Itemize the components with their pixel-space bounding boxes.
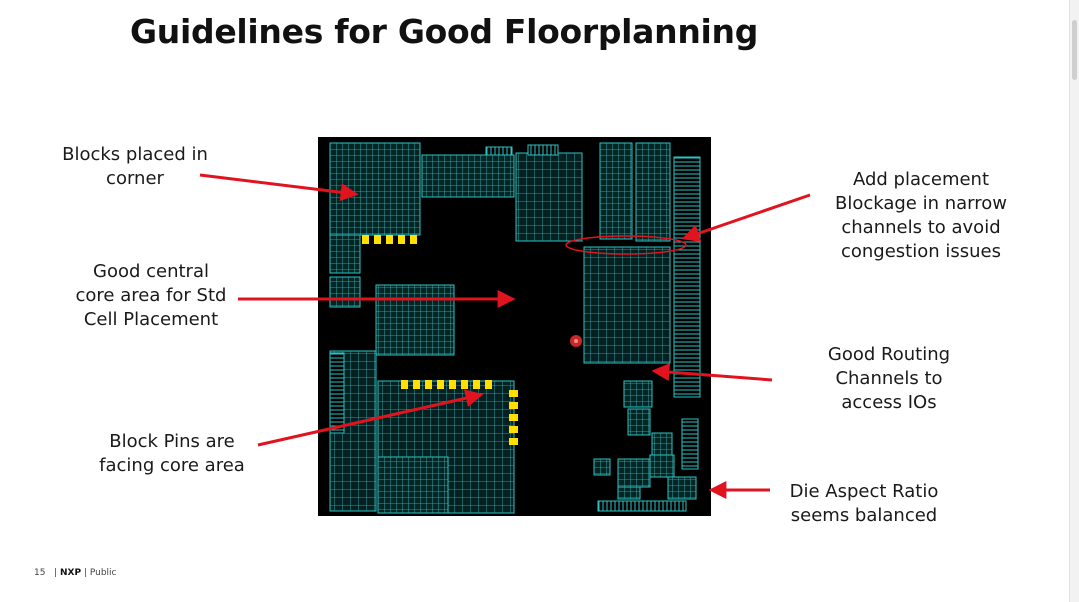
callout-placement-blockage: Add placement Blockage in narrow channel…: [834, 169, 1007, 262]
vertical-scrollbar[interactable]: [1069, 0, 1079, 602]
callout-routing-channels: Good Routing Channels to access IOs: [827, 344, 951, 413]
floorplan-layout: [318, 137, 711, 516]
macro-center: [375, 284, 455, 356]
scrollbar-thumb[interactable]: [1072, 20, 1077, 80]
slide-title: Guidelines for Good Floorplanning: [130, 12, 759, 51]
classification-label: Public: [89, 568, 117, 578]
slide-footer: 15 | NXP | Public: [34, 568, 116, 578]
block-pins: [362, 235, 518, 445]
page-number: 15: [34, 568, 46, 578]
macro-bottom-center: [377, 380, 515, 514]
callout-die-aspect: Die Aspect Ratio seems balanced: [789, 481, 939, 526]
macro-right-center: [583, 246, 671, 364]
macro-top-row: [421, 142, 671, 242]
macro-top-left: [329, 142, 421, 274]
callout-blocks-corner: Blocks placed in corner: [62, 144, 208, 189]
cursor-marker: [570, 335, 582, 347]
brand-label: NXP: [59, 568, 82, 578]
footer-separator: |: [83, 568, 87, 578]
callout-central-core: Good central core area for Std Cell Plac…: [75, 261, 227, 330]
callout-block-pins: Block Pins are facing core area: [99, 431, 245, 476]
footer-separator: |: [54, 568, 58, 578]
floorplan-image: [318, 137, 711, 516]
macro-cluster-bottom-right: [593, 380, 697, 512]
